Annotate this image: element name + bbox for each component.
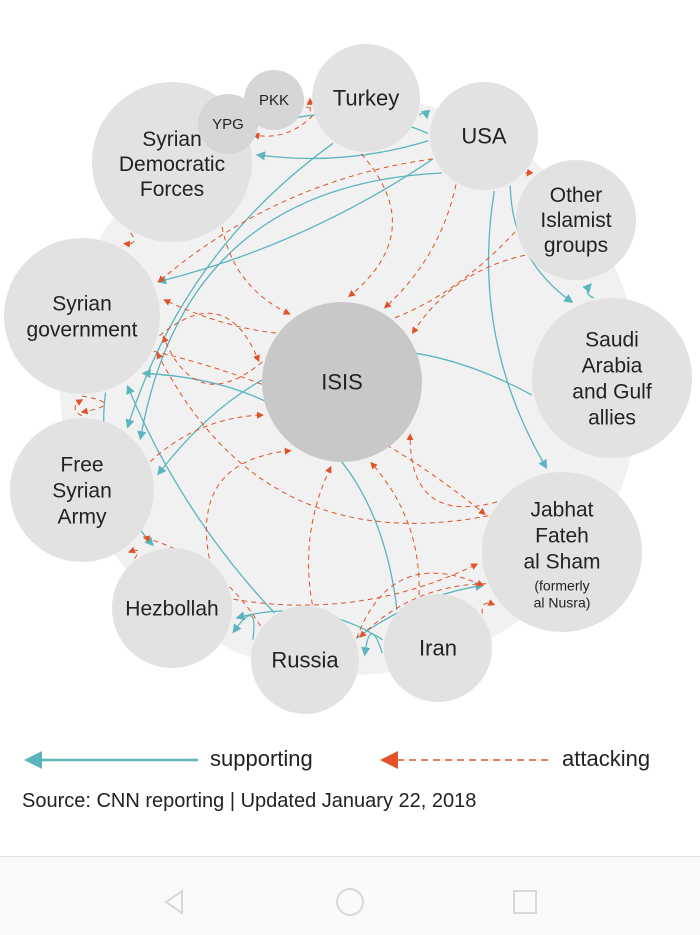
source-note: Source: CNN reporting | Updated January … [22, 790, 476, 813]
node-other-label: Islamist [540, 209, 611, 232]
node-jabhat-label: Jabhat [530, 498, 593, 521]
node-syrgov-circle [4, 238, 160, 394]
node-iran-label: Iran [419, 635, 457, 660]
attacking-legend-label: attacking [562, 746, 650, 772]
node-hezbollah-label: Hezbollah [125, 597, 218, 620]
node-other-label: groups [544, 234, 608, 257]
node-fsa-label: Syrian [52, 479, 112, 502]
node-fsa-label: Army [58, 505, 107, 528]
node-turkey: Turkey [312, 44, 420, 152]
node-saudi-label: allies [588, 406, 636, 429]
node-jabhat-sublabel: al Nusra) [534, 595, 591, 611]
node-saudi-circle [532, 298, 692, 458]
attacking-legend-arrow [376, 738, 556, 784]
node-syrgov-label: government [27, 318, 138, 341]
node-isis-label: ISIS [321, 369, 363, 394]
node-saudi-label: and Gulf [572, 380, 652, 403]
node-iran: Iran [384, 594, 492, 702]
node-jabhat-label: Fateh [535, 524, 589, 547]
node-ypg-label: YPG [212, 116, 244, 133]
node-russia: Russia [251, 606, 359, 714]
node-jabhat-label: al Sham [523, 550, 600, 573]
node-turkey-label: Turkey [333, 85, 399, 110]
node-usa-label: USA [461, 123, 507, 148]
node-syrgov-label: Syrian [52, 292, 112, 315]
node-saudi-label: Arabia [582, 354, 643, 377]
supporting-legend-label: supporting [210, 746, 313, 772]
node-fsa-label: Free [60, 453, 103, 476]
home-icon[interactable] [333, 885, 367, 919]
back-icon[interactable] [158, 885, 192, 919]
node-jabhat-sublabel: (formerly [534, 578, 589, 594]
node-syrgov: Syrian government [4, 238, 160, 394]
node-saudi-label: Saudi [585, 328, 639, 351]
node-pkk-label: PKK [259, 92, 289, 109]
node-pkk: PKK [244, 70, 304, 130]
node-other-label: Other [550, 184, 603, 207]
recents-icon[interactable] [508, 885, 542, 919]
supporting-legend-arrow [20, 738, 205, 784]
node-hezbollah: Hezbollah [112, 548, 232, 668]
legend: supporting attacking [20, 738, 680, 784]
node-russia-label: Russia [271, 647, 339, 672]
node-sdf-label: Forces [140, 178, 204, 201]
node-sdf-label: Syrian [142, 128, 202, 151]
android-nav-bar [0, 856, 700, 935]
node-usa: USA [430, 82, 538, 190]
node-isis: ISIS [262, 302, 422, 462]
node-sdf-label: Democratic [119, 153, 225, 176]
